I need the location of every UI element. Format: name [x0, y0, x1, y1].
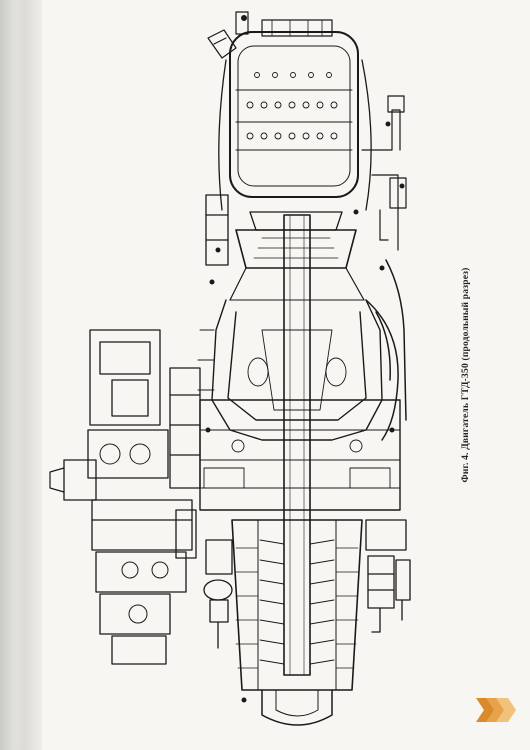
- watermark-logo-icon: [476, 698, 516, 722]
- exhaust-duct: [365, 259, 407, 441]
- logo-chevron-3: [496, 698, 516, 722]
- fittings: [205, 15, 405, 703]
- power-turbine-housing: [197, 299, 383, 441]
- main-shaft: [283, 214, 311, 676]
- engine-casing: [199, 399, 401, 511]
- page-sheet: [42, 0, 530, 750]
- combustion-chamber: [218, 19, 372, 211]
- mount-bracket: [205, 194, 229, 266]
- reduction-gearbox: [49, 329, 201, 665]
- turbine-section: [229, 211, 365, 301]
- cooling-holes: [246, 72, 338, 140]
- scan-left-edge: [0, 0, 42, 750]
- fuel-control-unit: [365, 519, 411, 633]
- figure-caption: Фиг. 4. Двигатель ГТД-350 (продольный ра…: [461, 267, 471, 483]
- oil-pump-assembly: [175, 509, 233, 649]
- fuel-lines-upper: [361, 95, 407, 251]
- igniter: [207, 11, 249, 59]
- compressor: [231, 519, 363, 691]
- air-intake: [261, 689, 333, 726]
